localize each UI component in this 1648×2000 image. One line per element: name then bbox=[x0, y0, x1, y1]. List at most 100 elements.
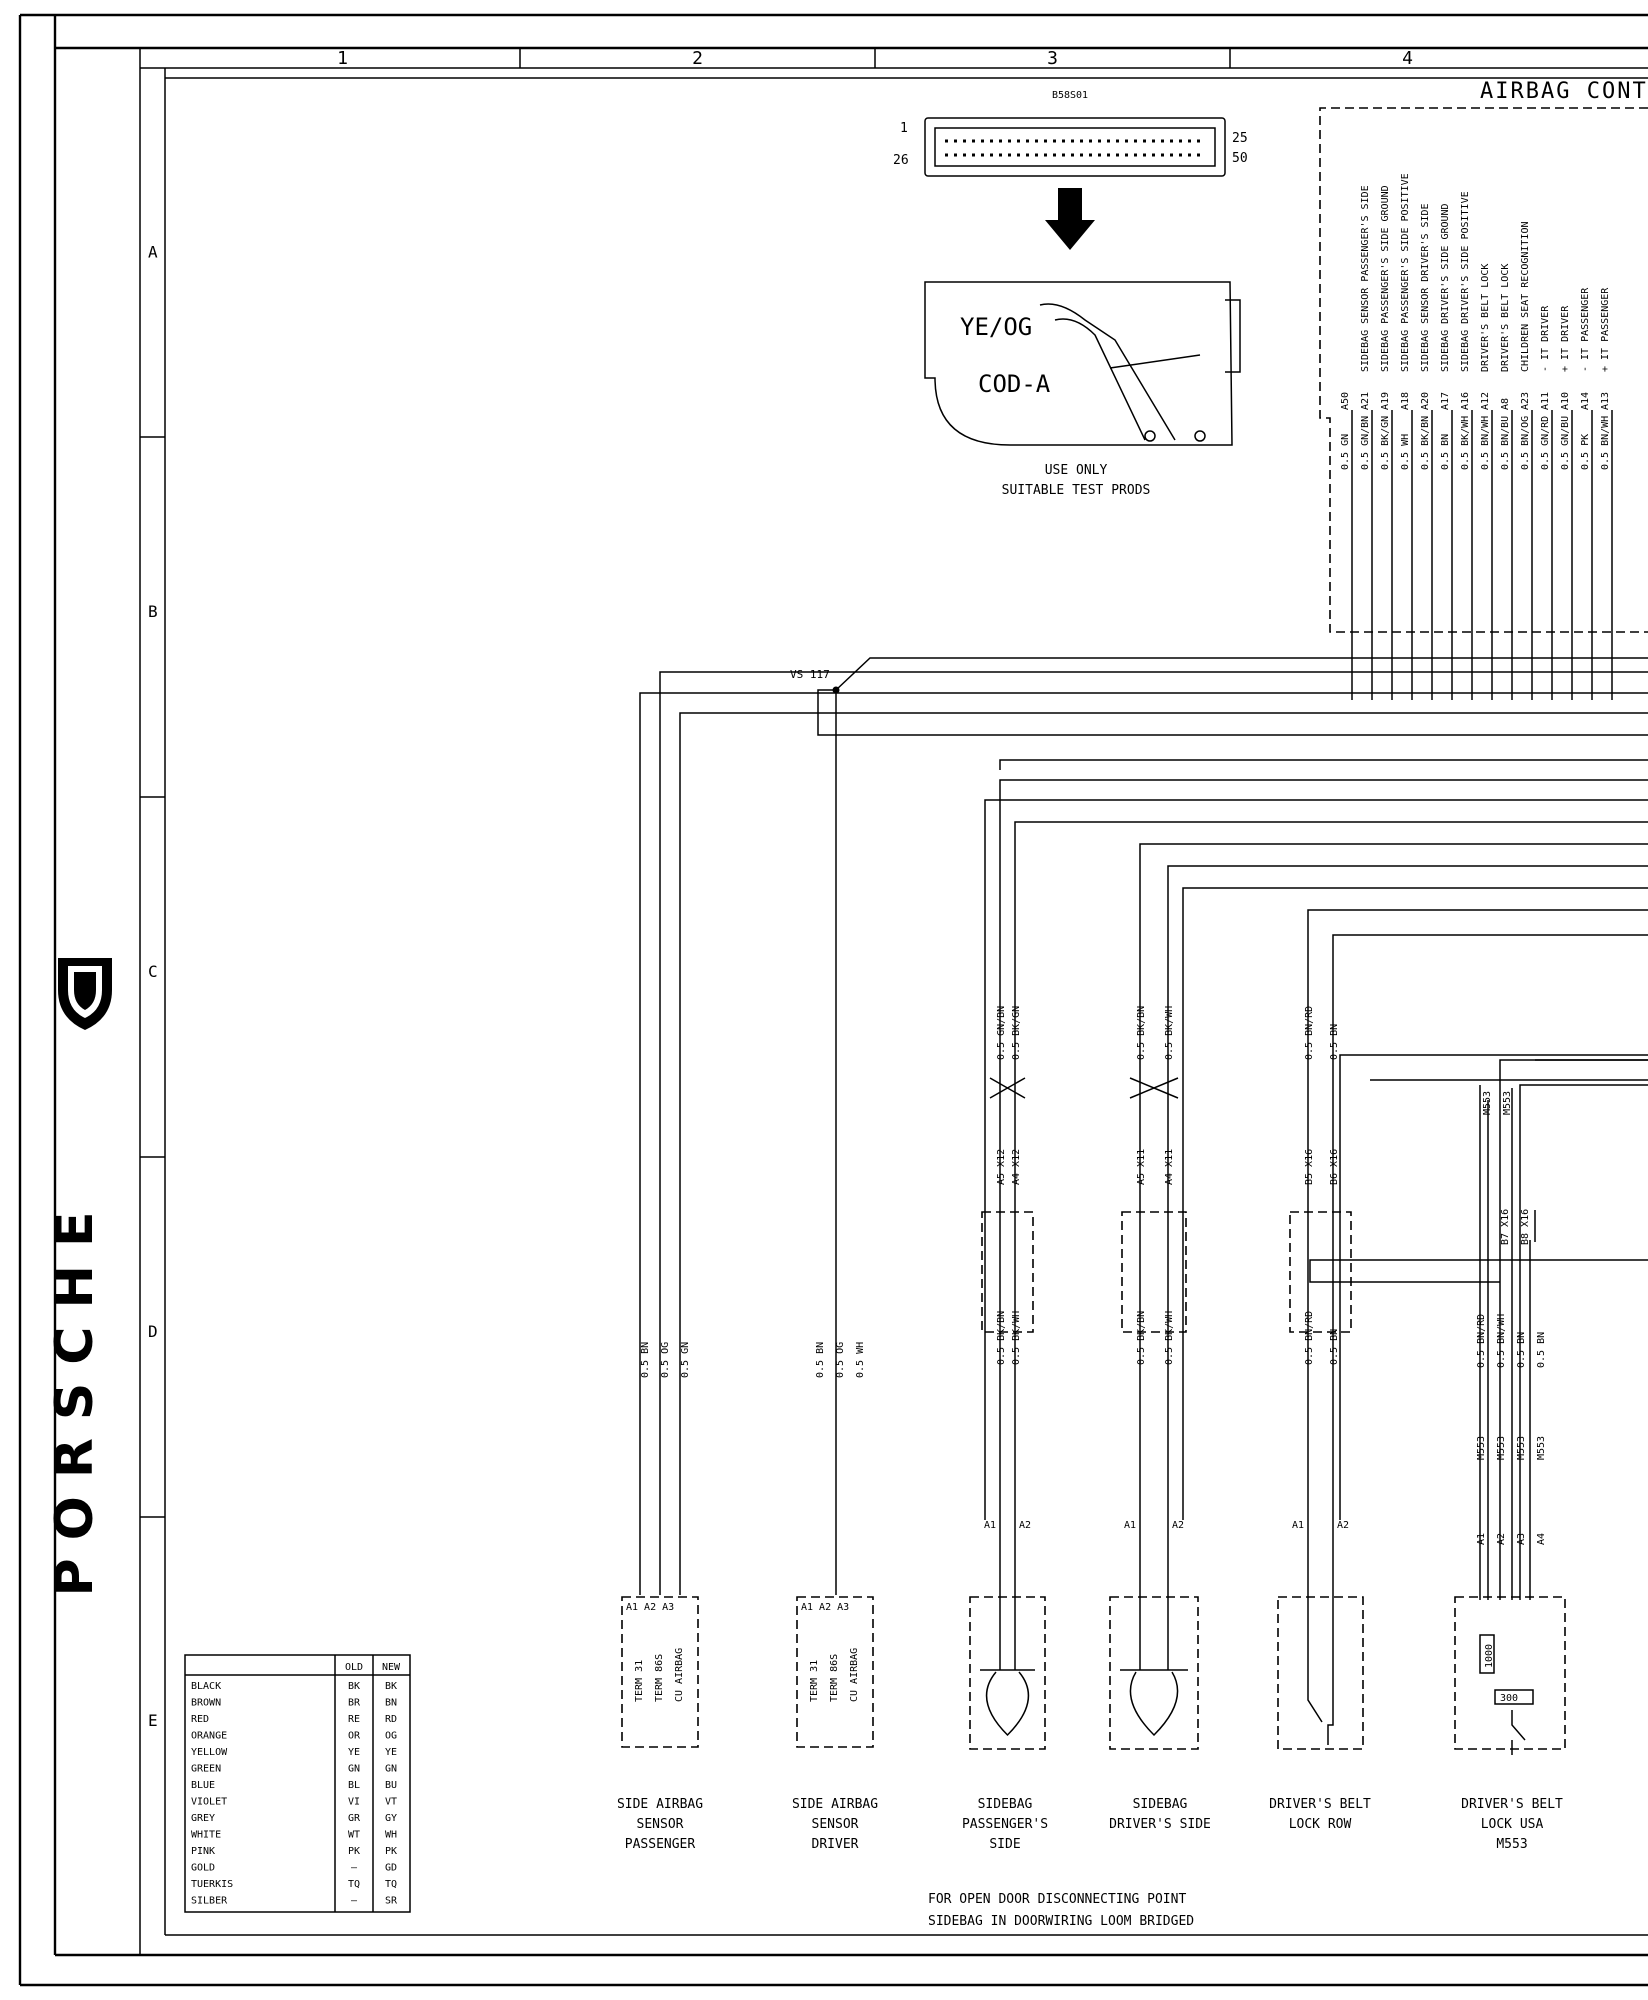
belt-lock-usa-lower-tag-2: M553 bbox=[1496, 1436, 1507, 1460]
cu-pin-label: A23 bbox=[1520, 392, 1531, 410]
legend-old-code: BR bbox=[348, 1698, 361, 1709]
legend-new-code: GY bbox=[385, 1813, 397, 1824]
cu-pin-desc: DRIVER'S BELT LOCK bbox=[1480, 264, 1491, 372]
cu-pin-wire: 0.5 PK bbox=[1580, 434, 1591, 470]
cu-pin-wire: 0.5 BK/GN bbox=[1380, 416, 1391, 470]
sidebag-driver-upper-wire-2: 0.5 BK/WH bbox=[1164, 1006, 1175, 1060]
legend-old-code: GN bbox=[348, 1764, 360, 1775]
row-label-B: B bbox=[148, 602, 158, 621]
belt-lock-row-pin-2: A2 bbox=[1337, 1520, 1349, 1531]
legend-old-code: WT bbox=[348, 1830, 360, 1841]
legend-new-code: BU bbox=[385, 1780, 397, 1791]
legend-old-code: BL bbox=[348, 1780, 360, 1791]
belt-lock-usa-label-2: LOCK USA bbox=[1481, 1817, 1544, 1832]
cu-pin-label: A20 bbox=[1420, 392, 1431, 410]
sidebag-driver-pin-1: A1 bbox=[1124, 1520, 1136, 1531]
side-airbag-sensor-passenger-label-2: SENSOR bbox=[637, 1817, 684, 1832]
side-airbag-sensor-driver-label-1: SIDE AIRBAG bbox=[792, 1797, 878, 1812]
legend-new-code: OG bbox=[385, 1731, 397, 1742]
cu-pin-desc: + IT DRIVER bbox=[1560, 305, 1571, 372]
legend-color-name: VIOLET bbox=[191, 1797, 227, 1808]
side-airbag-sensor-driver-label-3: DRIVER bbox=[812, 1837, 859, 1852]
sidebag-driver-connector-2: A4 X11 bbox=[1164, 1149, 1175, 1185]
legend-new-code: SR bbox=[385, 1896, 398, 1907]
connector-name: B58S01 bbox=[1052, 90, 1088, 101]
cu-pin-label: A16 bbox=[1460, 392, 1471, 410]
column-label-4: 4 bbox=[1402, 48, 1413, 69]
side-airbag-sensor-driver-label-2: SENSOR bbox=[812, 1817, 859, 1832]
legend-color-name: BROWN bbox=[191, 1698, 221, 1709]
belt-lock-usa-pin-A4: A4 bbox=[1536, 1533, 1547, 1545]
cu-pin-wire: 0.5 BK/WH bbox=[1460, 416, 1471, 470]
legend-old-code: BK bbox=[348, 1681, 360, 1692]
legend-color-name: TUERKIS bbox=[191, 1879, 233, 1890]
sheet-frame bbox=[18, 13, 1648, 1987]
belt-lock-usa-lower-wire-4: 0.5 BN bbox=[1536, 1332, 1547, 1368]
cu-pin-label: A21 bbox=[1360, 392, 1371, 410]
legend-new-code: WH bbox=[385, 1830, 397, 1841]
sidebag-passenger-connector-2: A4 X12 bbox=[1011, 1149, 1022, 1185]
belt-lock-row-connector-2: B6 X16 bbox=[1329, 1149, 1340, 1185]
legend-color-name: RED bbox=[191, 1714, 209, 1725]
belt-lock-row-lower-wire-2: 0.5 BN bbox=[1329, 1329, 1340, 1365]
legend-color-name: PINK bbox=[191, 1846, 215, 1857]
side-airbag-sensor-passenger-wire-2: 0.5 OG bbox=[660, 1342, 671, 1378]
arrow-down-icon bbox=[1045, 188, 1095, 250]
legend-row: SILBER — SR bbox=[191, 1896, 398, 1907]
legend-old-code: — bbox=[351, 1896, 358, 1907]
cu-pin-desc: SIDEBAG PASSENGER'S SIDE POSITIVE bbox=[1400, 173, 1411, 372]
legend-new-code: PK bbox=[385, 1846, 397, 1857]
legend-new-code: GN bbox=[385, 1764, 397, 1775]
side-airbag-sensor-passenger-inner-3: CU AIRBAG bbox=[674, 1648, 685, 1702]
legend-color-name: WHITE bbox=[191, 1830, 221, 1841]
cu-pin-wire: 0.5 BN/OG bbox=[1520, 416, 1531, 470]
legend-row: WHITE WT WH bbox=[191, 1830, 397, 1841]
cu-pin-desc: + IT PASSENGER bbox=[1600, 287, 1611, 372]
sidebag-passenger-connector-1: A5 X12 bbox=[996, 1149, 1007, 1185]
cu-pin-wire: 0.5 GN/BU bbox=[1560, 416, 1571, 470]
column-label-2: 2 bbox=[692, 48, 703, 69]
footnote-line-1: FOR OPEN DOOR DISCONNECTING POINT bbox=[928, 1892, 1186, 1907]
side-airbag-sensor-driver-wire-1: 0.5 BN bbox=[815, 1342, 826, 1378]
belt-lock-usa-lower-tag-1: M553 bbox=[1476, 1436, 1487, 1460]
belt-lock-usa-resistor-2: 300 bbox=[1500, 1693, 1518, 1704]
side-airbag-sensor-passenger-pins: A1 A2 A3 bbox=[626, 1602, 674, 1613]
belt-lock-usa-lower-wire-2: 0.5 BN/WH bbox=[1496, 1314, 1507, 1368]
side-airbag-sensor-driver-wire-3: 0.5 WH bbox=[855, 1342, 866, 1378]
belt-lock-row-upper-wire-1: 0.5 BN/RD bbox=[1304, 1006, 1315, 1060]
belt-lock-usa-upper-tag-1: M553 bbox=[1482, 1091, 1493, 1115]
sidebag-driver-pin-2: A2 bbox=[1172, 1520, 1184, 1531]
legend-row: GOLD—GD bbox=[191, 1863, 397, 1874]
legend-old-code: VI bbox=[348, 1797, 360, 1808]
cu-pin-label: A13 bbox=[1600, 392, 1611, 410]
sidebag-driver-label-2: DRIVER'S SIDE bbox=[1109, 1817, 1211, 1832]
connector-pin-50: 50 bbox=[1232, 151, 1248, 166]
row-label-D: D bbox=[148, 1322, 158, 1341]
cu-pin-desc: CHILDREN SEAT RECOGNITION bbox=[1520, 221, 1531, 372]
legend-old-code: TQ bbox=[348, 1879, 360, 1890]
side-airbag-sensor-passenger-wire-1: 0.5 BN bbox=[640, 1342, 651, 1378]
cu-pin-A23: A23 CHILDREN SEAT RECOGNITION 0.5 BN/OG bbox=[1520, 221, 1533, 700]
belt-lock-usa-lower-wire-3: 0.5 BN bbox=[1516, 1332, 1527, 1368]
legend-color-name: SILBER bbox=[191, 1896, 228, 1907]
sidebag-passenger-pin-2: A2 bbox=[1019, 1520, 1031, 1531]
belt-lock-row-pin-1: A1 bbox=[1292, 1520, 1304, 1531]
side-airbag-sensor-passenger-label-1: SIDE AIRBAG bbox=[617, 1797, 703, 1812]
legend-new-code: VT bbox=[385, 1797, 397, 1808]
connector-note-1: USE ONLY bbox=[1045, 463, 1108, 478]
